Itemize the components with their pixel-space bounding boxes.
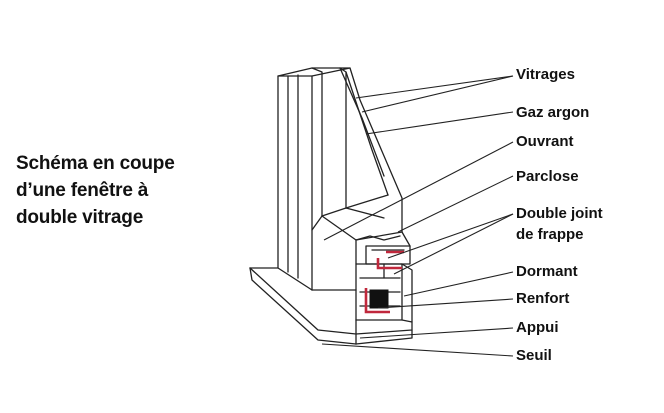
label-appui: Appui <box>516 319 559 336</box>
sill-profile <box>249 267 413 345</box>
title-line-2: d’une fenêtre à <box>16 180 149 201</box>
label-double-joint-line1: Double joint <box>516 205 603 222</box>
label-double-joint-line2: de frappe <box>516 226 584 243</box>
label-ouvrant: Ouvrant <box>516 133 574 150</box>
title-line-1: Schéma en coupe <box>16 153 175 174</box>
label-seuil: Seuil <box>516 347 552 364</box>
diagram-title: Schéma en coupe d’une fenêtre à double v… <box>16 150 175 231</box>
sash-and-glazing <box>311 67 403 241</box>
gasket-seals <box>364 250 404 314</box>
label-parclose: Parclose <box>516 168 579 185</box>
title-line-3: double vitrage <box>16 207 144 228</box>
bead-profile <box>365 231 411 265</box>
leader-lines <box>321 75 514 357</box>
label-renfort: Renfort <box>516 290 570 307</box>
frame-profile <box>277 67 357 321</box>
label-gaz-argon: Gaz argon <box>516 104 590 121</box>
label-vitrages: Vitrages <box>516 66 575 83</box>
label-dormant: Dormant <box>516 263 578 280</box>
reinforcement-core <box>369 289 389 309</box>
